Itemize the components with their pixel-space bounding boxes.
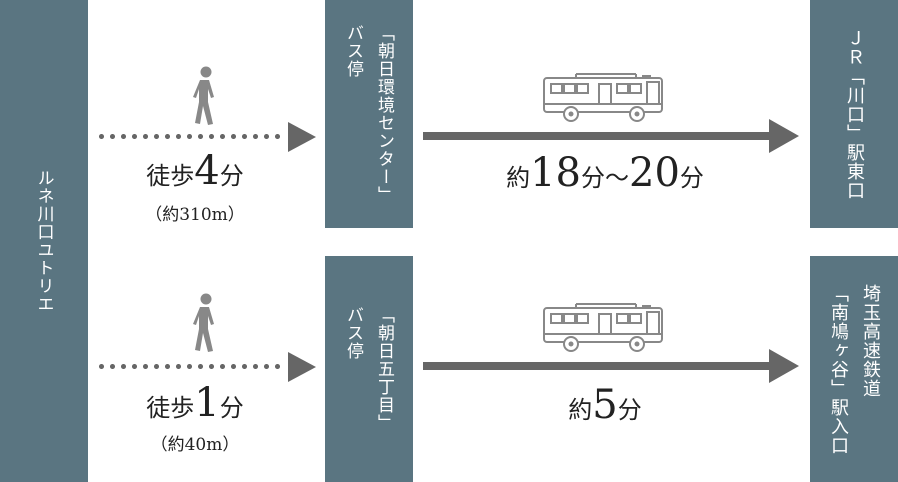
bus-stop-suffix-1: バス停 <box>343 24 363 78</box>
destination-box-2: 埼玉高速鉄道 「南鳩ヶ谷」駅入口 <box>810 256 898 482</box>
ride-time-1: 約18分〜20分 <box>440 150 770 196</box>
walk-dotted-line-2 <box>96 364 286 369</box>
ride-time-2: 約5分 <box>440 382 770 428</box>
walk-dotted-line-1 <box>96 134 286 139</box>
ride-unit-2: 分 <box>617 396 642 424</box>
destination-line1-2: 埼玉高速鉄道 <box>860 283 881 398</box>
bus-stop-box-1: 「朝日環境センター」 バス停 <box>325 0 413 228</box>
walking-person-icon <box>193 66 214 125</box>
destination-line1-1: ＪＲ「川口」駅東口 <box>844 28 865 200</box>
walk-arrowhead-2 <box>288 352 316 382</box>
ride-unit2-1: 分 <box>679 164 704 192</box>
walk-time-2: 徒歩1分 <box>120 380 270 426</box>
walk-distance-2: （約40m） <box>150 435 240 455</box>
bus-stop-name-2: 「朝日五丁目」 <box>374 306 394 432</box>
walk-arrowhead-1 <box>288 122 316 152</box>
walk-distance-1: （約310m） <box>145 205 245 225</box>
ride-prefix-2: 約 <box>568 396 593 424</box>
walk-unit-2: 分 <box>219 394 244 422</box>
ride-prefix-1: 約 <box>506 164 531 192</box>
origin-label: ルネ川口ユトリエ <box>33 169 54 313</box>
bus-stop-box-2: 「朝日五丁目」 バス停 <box>325 256 413 482</box>
ride-tilde-1: 〜 <box>605 164 629 192</box>
bus-icon <box>543 73 663 122</box>
walking-person-icon <box>193 293 214 352</box>
walk-minutes-1: 4 <box>194 148 220 194</box>
destination-line2-2: 「南鳩ヶ谷」駅入口 <box>828 283 849 455</box>
ride-minutes-2: 5 <box>592 382 618 428</box>
bus-arrow-2 <box>423 349 799 383</box>
ride-unit-1: 分 <box>581 164 605 192</box>
destination-box-1: ＪＲ「川口」駅東口 <box>810 0 898 228</box>
bus-arrow-1 <box>423 119 799 153</box>
walk-unit-1: 分 <box>219 162 244 190</box>
ride-minutes2-1: 20 <box>629 150 680 196</box>
origin-box: ルネ川口ユトリエ <box>0 0 88 482</box>
walk-minutes-2: 1 <box>194 380 220 426</box>
ride-minutes-1: 18 <box>530 150 581 196</box>
walk-prefix-1: 徒歩 <box>146 162 195 190</box>
walk-time-1: 徒歩4分 <box>120 148 270 194</box>
bus-stop-suffix-2: バス停 <box>343 306 363 360</box>
bus-stop-name-1: 「朝日環境センター」 <box>374 24 394 204</box>
bus-icon <box>543 303 663 352</box>
walk-prefix-2: 徒歩 <box>146 394 195 422</box>
